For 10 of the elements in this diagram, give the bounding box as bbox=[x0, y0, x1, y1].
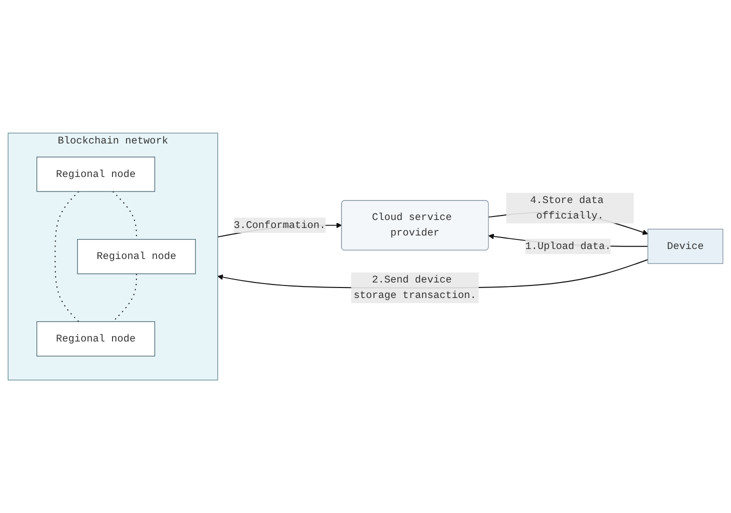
node-box: Regional node bbox=[77, 238, 196, 274]
node-box: Regional node bbox=[36, 321, 156, 356]
edge-label: 3.Conformation. bbox=[234, 219, 326, 231]
edge-label: 1.Upload data. bbox=[525, 240, 611, 252]
connector bbox=[112, 273, 137, 322]
edge-label: 2.Send device storage transaction. bbox=[354, 274, 476, 302]
node-box: Device bbox=[648, 228, 724, 264]
connector bbox=[54, 190, 80, 322]
edge-label: 4.Store data officially. bbox=[530, 194, 604, 222]
node-box: Regional node bbox=[36, 156, 156, 192]
